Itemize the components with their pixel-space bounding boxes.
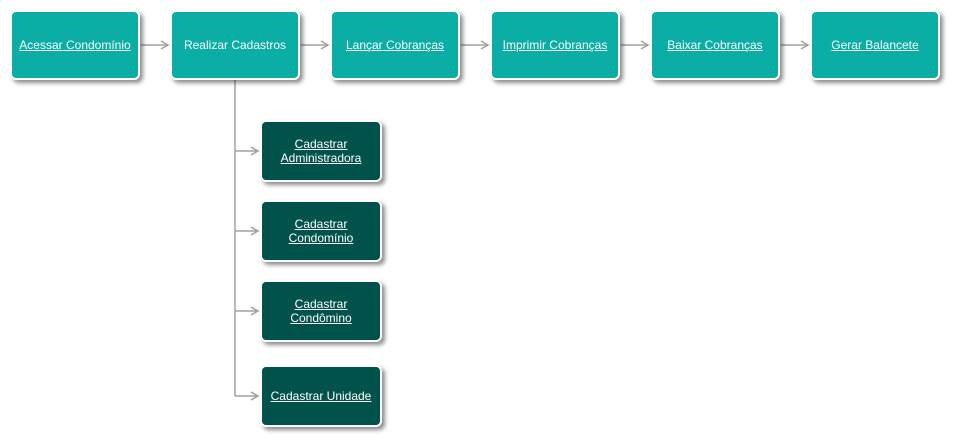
node-label: Imprimir Cobranças bbox=[502, 38, 608, 52]
node-label: Gerar Balancete bbox=[831, 38, 919, 52]
node-baixar-cobrancas[interactable]: Baixar Cobranças bbox=[650, 10, 780, 80]
node-label: Cadastrar Condômino bbox=[290, 297, 352, 325]
node-label: Lançar Cobranças bbox=[345, 38, 445, 52]
node-label: Realizar Cadastros bbox=[183, 38, 287, 52]
node-acessar-condominio[interactable]: Acessar Condomínio bbox=[10, 10, 140, 80]
node-label: Cadastrar Unidade bbox=[270, 389, 372, 403]
node-cadastrar-unidade[interactable]: Cadastrar Unidade bbox=[260, 365, 382, 427]
node-lancar-cobrancas[interactable]: Lançar Cobranças bbox=[330, 10, 460, 80]
node-label: Cadastrar Condomínio bbox=[288, 217, 354, 245]
node-cadastrar-condominio[interactable]: Cadastrar Condomínio bbox=[260, 200, 382, 262]
node-label: Acessar Condomínio bbox=[19, 38, 131, 52]
node-label: Cadastrar Administradora bbox=[280, 137, 362, 165]
node-cadastrar-administradora[interactable]: Cadastrar Administradora bbox=[260, 120, 382, 182]
node-imprimir-cobrancas[interactable]: Imprimir Cobranças bbox=[490, 10, 620, 80]
node-label: Baixar Cobranças bbox=[667, 38, 763, 52]
node-realizar-cadastros[interactable]: Realizar Cadastros bbox=[170, 10, 300, 80]
node-gerar-balancete[interactable]: Gerar Balancete bbox=[810, 10, 940, 80]
node-cadastrar-condomino[interactable]: Cadastrar Condômino bbox=[260, 280, 382, 342]
